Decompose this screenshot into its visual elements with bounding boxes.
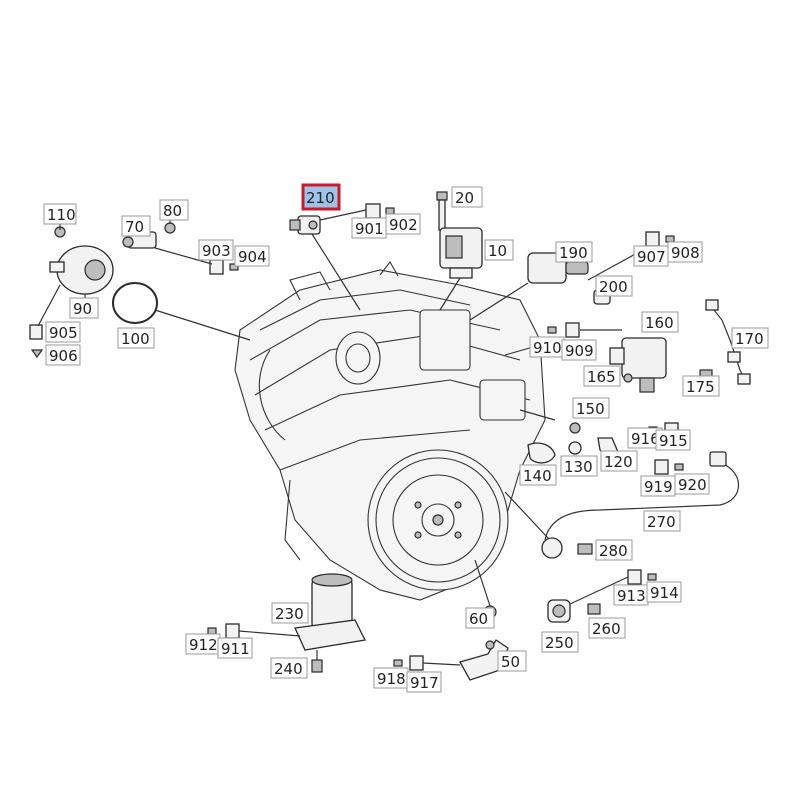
part-210-sensor: [289, 215, 321, 235]
part-260-bolt: [587, 603, 601, 615]
label-911: 911: [221, 640, 250, 658]
label-909: 909: [565, 342, 594, 360]
part-90-pump: [49, 245, 114, 295]
part-150-bolt: [569, 422, 581, 434]
label-210: 210: [306, 189, 335, 207]
label-165: 165: [587, 368, 616, 386]
label-250: 250: [545, 634, 574, 652]
label-140: 140: [523, 467, 552, 485]
part-905-connector: [29, 324, 43, 340]
label-100: 100: [121, 330, 150, 348]
label-907: 907: [637, 248, 666, 266]
label-160: 160: [645, 314, 674, 332]
label-175: 175: [686, 378, 715, 396]
label-908: 908: [671, 244, 700, 262]
label-901: 901: [355, 220, 384, 238]
part-130-washer: [568, 441, 582, 455]
part-903-connector: [209, 259, 239, 275]
part-910-909-connector: [547, 322, 580, 338]
part-165-bolt: [623, 373, 633, 383]
label-919: 919: [644, 478, 673, 496]
highlighted-part-box[interactable]: [301, 183, 341, 211]
label-50: 50: [501, 653, 520, 671]
engine-assembly: [234, 261, 546, 601]
part-919-920-connector: [654, 459, 684, 475]
part-160-valve: [609, 337, 667, 393]
part-270-sensor-cable: [541, 451, 740, 559]
label-130: 130: [564, 458, 593, 476]
label-912: 912: [189, 636, 218, 654]
label-914: 914: [650, 584, 679, 602]
label-20: 20: [455, 189, 474, 207]
label-280: 280: [599, 542, 628, 560]
part-913-914-connector: [627, 569, 657, 585]
label-10: 10: [488, 242, 507, 260]
label-906: 906: [49, 347, 78, 365]
part-901-902-connector: [365, 203, 395, 219]
label-190: 190: [559, 244, 588, 262]
label-903: 903: [202, 242, 231, 260]
label-170: 170: [735, 330, 764, 348]
label-915: 915: [659, 432, 688, 450]
label-80: 80: [163, 202, 182, 220]
label-905: 905: [49, 324, 78, 342]
part-100-oring: [112, 282, 158, 324]
part-20-bolt: [436, 191, 448, 231]
label-917: 917: [410, 674, 439, 692]
part-230-filter-housing: [294, 573, 366, 651]
label-230: 230: [275, 605, 304, 623]
callout-labels: 110 70 80 90 100 903 904 905 906 210 901…: [43, 183, 769, 693]
label-904: 904: [238, 248, 267, 266]
part-170-harness: [705, 299, 751, 385]
part-80-clip: [164, 222, 176, 234]
part-50-bracket: [459, 639, 509, 681]
label-260: 260: [592, 620, 621, 638]
label-240: 240: [274, 660, 303, 678]
label-918: 918: [377, 670, 406, 688]
label-910: 910: [533, 339, 562, 357]
part-250-sensor: [547, 599, 571, 623]
label-90: 90: [73, 300, 92, 318]
label-902: 902: [389, 216, 418, 234]
part-10-module: [439, 227, 483, 279]
label-110: 110: [47, 206, 76, 224]
label-60: 60: [469, 610, 488, 628]
part-280-bolt: [577, 543, 593, 555]
label-150: 150: [576, 400, 605, 418]
label-913: 913: [617, 587, 646, 605]
label-920: 920: [678, 476, 707, 494]
part-240-bolt: [311, 659, 323, 673]
label-120: 120: [604, 453, 633, 471]
part-140-gasket: [527, 442, 556, 464]
label-200: 200: [599, 278, 628, 296]
label-916: 916: [631, 430, 660, 448]
label-270: 270: [647, 513, 676, 531]
label-70: 70: [125, 218, 144, 236]
part-906-terminal: [30, 349, 44, 359]
